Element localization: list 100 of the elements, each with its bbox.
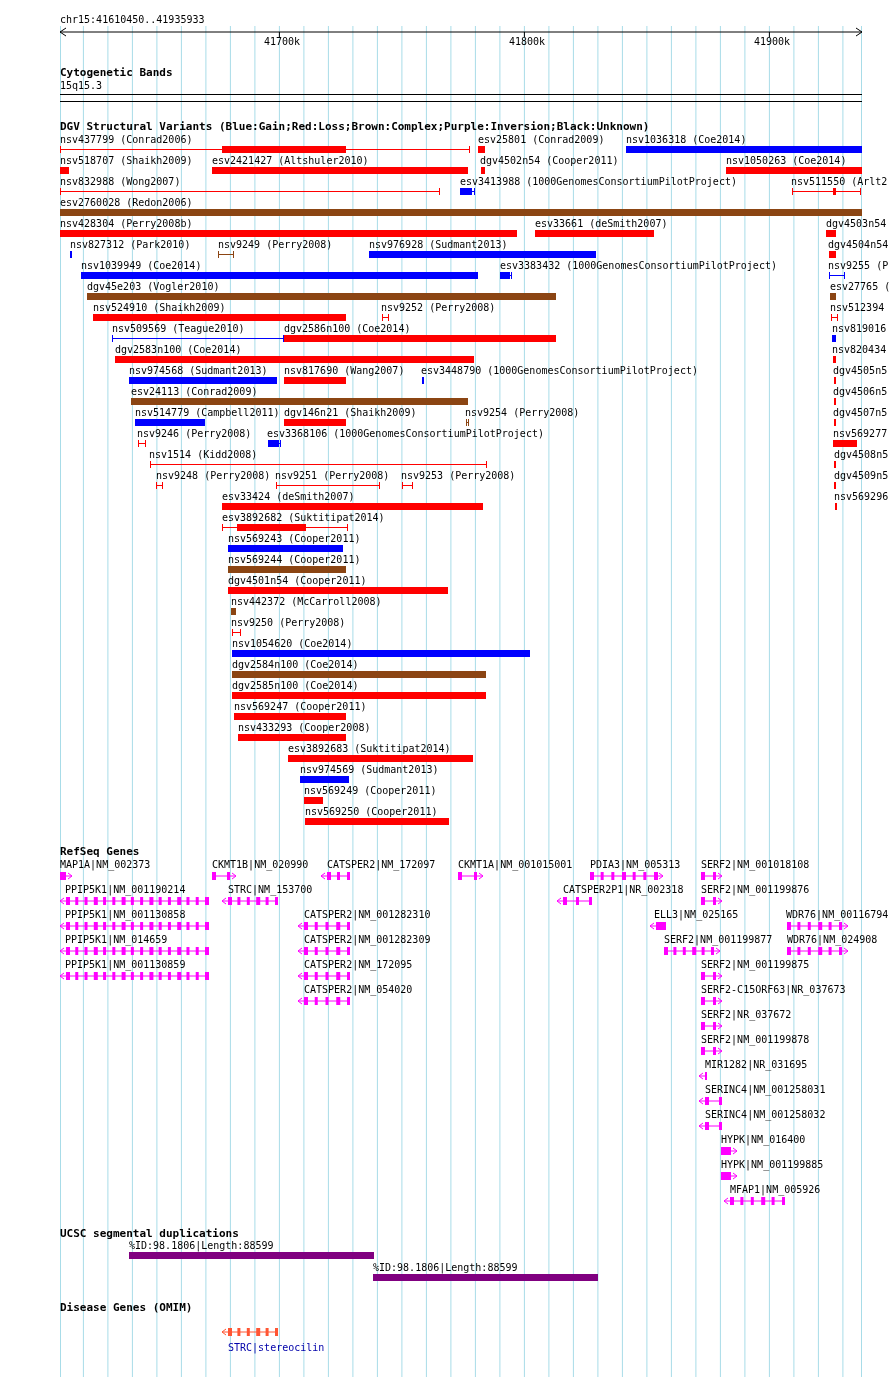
feature-label: esv25801 (Conrad2009) xyxy=(478,134,605,145)
coordinate-label: chr15:41610450..41935933 xyxy=(60,14,205,25)
feature-label: dgv4503n54 xyxy=(826,218,887,229)
feature-label: nsv512394 xyxy=(830,302,885,313)
gene-label: CATSPER2|NM_001282309 xyxy=(304,934,431,945)
gene-label: HYPK|NM_001199885 xyxy=(721,1159,824,1170)
gene-label: CATSPER2|NM_172095 xyxy=(304,959,413,970)
feature-label: esv3368106 (1000GenomesConsortiumPilotProject) xyxy=(267,428,544,439)
feature-label: esv3383432 (1000GenomesConsortiumPilotProject) xyxy=(500,260,777,271)
feature-label: dgv2584n100 (Coe2014) xyxy=(232,659,359,670)
feature-label: nsv569244 (Cooper2011) xyxy=(228,554,361,565)
feature-label: nsv569247 (Cooper2011) xyxy=(234,701,367,712)
gene-label: PPIP5K1|NM_001190214 xyxy=(65,884,186,895)
feature-label: nsv509569 (Teague2010) xyxy=(112,323,245,334)
feature-label: dgv2583n100 (Coe2014) xyxy=(115,344,242,355)
gene-label: SERF2-C15ORF63|NR_037673 xyxy=(701,984,846,995)
feature-label: dgv4502n54 (Cooper2011) xyxy=(480,155,619,166)
gene-label: SERF2|NM_001199878 xyxy=(701,1034,810,1045)
gene-label: CATSPER2|NM_172097 xyxy=(327,859,436,870)
feature-label: dgv4501n54 (Cooper2011) xyxy=(228,575,367,586)
feature-label: nsv820434 xyxy=(832,344,887,355)
feature-label: nsv1050263 (Coe2014) xyxy=(726,155,847,166)
feature-label: esv3413988 (1000GenomesConsortiumPilotProject) xyxy=(460,176,737,187)
gene-label: SERINC4|NM_001258032 xyxy=(705,1109,826,1120)
feature-label: nsv437799 (Conrad2006) xyxy=(60,134,193,145)
tick-label: 41700k xyxy=(264,36,301,47)
track-title: Disease Genes (OMIM) xyxy=(60,1302,193,1314)
gene-label: SERF2|NR_037672 xyxy=(701,1009,792,1020)
feature-label: nsv524910 (Shaikh2009) xyxy=(93,302,226,313)
feature-label: nsv832988 (Wong2007) xyxy=(60,176,181,187)
feature-label: nsv428304 (Perry2008b) xyxy=(60,218,193,229)
gene-label: PPIP5K1|NM_001130859 xyxy=(65,959,186,970)
feature-label: nsv569277 xyxy=(833,428,888,439)
track-title: UCSC segmental duplications xyxy=(60,1228,239,1240)
feature-label: nsv1036318 (Coe2014) xyxy=(626,134,747,145)
gene-label: PPIP5K1|NM_014659 xyxy=(65,934,168,945)
gene-label: CKMT1A|NM_001015001 xyxy=(458,859,573,870)
feature-label: nsv569243 (Cooper2011) xyxy=(228,533,361,544)
feature-label: esv33661 (deSmith2007) xyxy=(535,218,668,229)
tick-label: 41800k xyxy=(509,36,546,47)
feature-label: nsv1054620 (Coe2014) xyxy=(232,638,353,649)
gene-label: MIR1282|NR_031695 xyxy=(705,1059,808,1070)
feature-label: esv27765 ( xyxy=(830,281,890,292)
feature-label: esv3892682 (Suktitipat2014) xyxy=(222,512,385,523)
tick-label: 41900k xyxy=(754,36,791,47)
feature-label: nsv569249 (Cooper2011) xyxy=(304,785,437,796)
gene-label: CATSPER2|NM_001282310 xyxy=(304,909,431,920)
feature-label: esv2421427 (Altshuler2010) xyxy=(212,155,369,166)
feature-label: dgv4505n5 xyxy=(833,365,888,376)
gene-label: MFAP1|NM_005926 xyxy=(730,1184,821,1195)
feature-label: dgv4507n5 xyxy=(833,407,888,418)
gene-label: SERF2|NM_001199875 xyxy=(701,959,810,970)
gene-label: SERF2|NM_001199876 xyxy=(701,884,810,895)
gene-label: HYPK|NM_016400 xyxy=(721,1134,806,1145)
track-title: Cytogenetic Bands xyxy=(60,67,173,79)
feature-label: dgv2586n100 (Coe2014) xyxy=(284,323,411,334)
feature-label: dgv2585n100 (Coe2014) xyxy=(232,680,359,691)
feature-label: esv24113 (Conrad2009) xyxy=(131,386,258,397)
gene-label: CKMT1B|NM_020990 xyxy=(212,859,309,870)
feature-label: dgv4506n5 xyxy=(833,386,888,397)
gene-label: SERF2|NM_001018108 xyxy=(701,859,810,870)
feature-label: nsv433293 (Cooper2008) xyxy=(238,722,371,733)
feature-label: esv2760028 (Redon2006) xyxy=(60,197,193,208)
feature-label: nsv827312 (Park2010) xyxy=(70,239,191,250)
feature-label: nsv569296 xyxy=(834,491,889,502)
disease-gene-label: STRC|stereocilin xyxy=(228,1342,325,1353)
feature-label: nsv9255 (P xyxy=(828,260,889,271)
feature-label: nsv819016 xyxy=(832,323,887,334)
feature-label: nsv9254 (Perry2008) xyxy=(465,407,580,418)
feature-label: esv3892683 (Suktitipat2014) xyxy=(288,743,451,754)
feature-label: dgv146n21 (Shaikh2009) xyxy=(284,407,417,418)
feature-label: nsv1039949 (Coe2014) xyxy=(81,260,202,271)
feature-label: dgv4509n5 xyxy=(834,470,889,481)
feature-label: nsv1514 (Kidd2008) xyxy=(149,449,258,460)
feature-label: nsv9246 (Perry2008) xyxy=(137,428,252,439)
feature-label: nsv511550 (Arlt2 xyxy=(791,176,888,187)
track-title: RefSeq Genes xyxy=(60,846,140,858)
gene-label: SERF2|NM_001199877 xyxy=(664,934,773,945)
feature-label: nsv9253 (Perry2008) xyxy=(401,470,516,481)
gene-label: STRC|NM_153700 xyxy=(228,884,313,895)
feature-label: nsv9249 (Perry2008) xyxy=(218,239,333,250)
feature-label: nsv974568 (Sudmant2013) xyxy=(129,365,268,376)
gene-label: ELL3|NM_025165 xyxy=(654,909,739,920)
feature-label: nsv976928 (Sudmant2013) xyxy=(369,239,508,250)
gene-label: CATSPER2|NM_054020 xyxy=(304,984,413,995)
gene-label: PPIP5K1|NM_001130858 xyxy=(65,909,186,920)
gene-label: WDR76|NM_024908 xyxy=(787,934,878,945)
feature-label: dgv45e203 (Vogler2010) xyxy=(87,281,220,292)
feature-label: nsv9248 (Perry2008) xyxy=(156,470,271,481)
feature-label: %ID:98.1806|Length:88599 xyxy=(373,1262,518,1273)
gene-label: CATSPER2P1|NR_002318 xyxy=(563,884,684,895)
gene-label: SERINC4|NM_001258031 xyxy=(705,1084,826,1095)
feature-label: esv3448790 (1000GenomesConsortiumPilotProject) xyxy=(421,365,698,376)
gene-label: WDR76|NM_00116794 xyxy=(786,909,889,920)
feature-label: nsv817690 (Wang2007) xyxy=(284,365,405,376)
feature-label: dgv4508n5 xyxy=(834,449,889,460)
feature-label: nsv518707 (Shaikh2009) xyxy=(60,155,193,166)
feature-label: nsv442372 (McCarroll2008) xyxy=(231,596,382,607)
track-title: DGV Structural Variants (Blue:Gain;Red:Loss;Brown:Complex;Purple:Inversion;Black:Unknown) xyxy=(60,121,650,133)
feature-label: nsv974569 (Sudmant2013) xyxy=(300,764,439,775)
